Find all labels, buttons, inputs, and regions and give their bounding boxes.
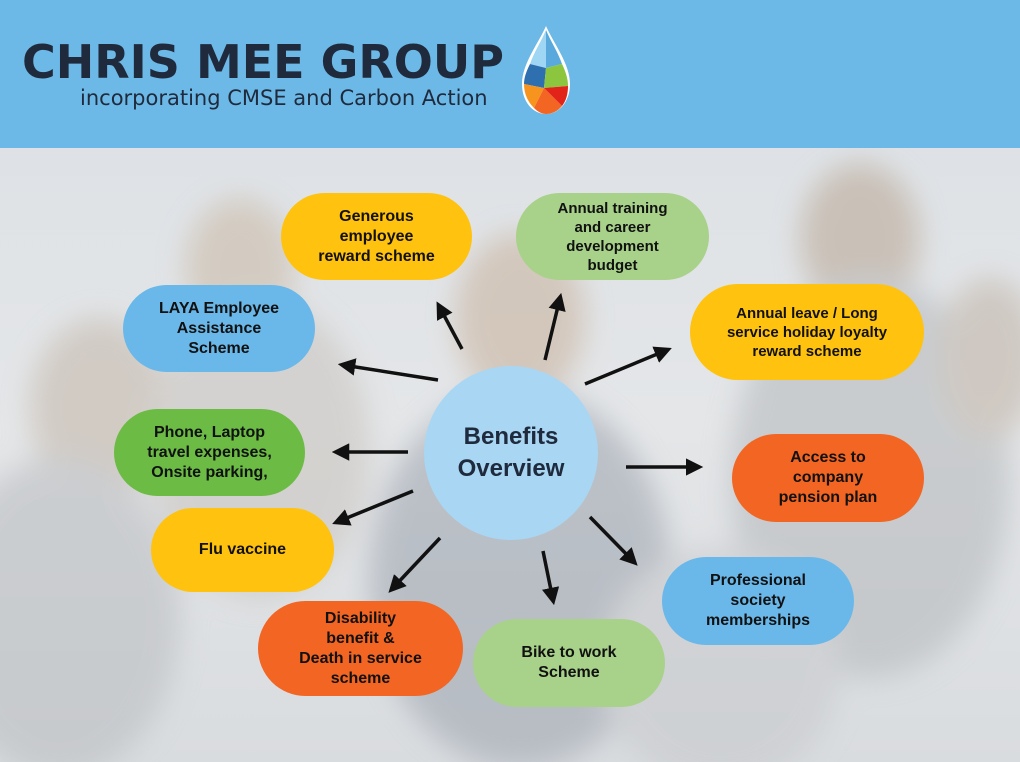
benefit-training-budget: Annual training and career development b… bbox=[516, 193, 709, 280]
arrow-to-reward-scheme bbox=[436, 301, 464, 350]
arrow-to-disability bbox=[388, 536, 442, 593]
benefit-label: LAYA Employee Assistance Scheme bbox=[158, 299, 280, 357]
benefit-disability-death: Disability benefit & Death in service sc… bbox=[258, 601, 463, 696]
benefit-label: Annual training and career development b… bbox=[557, 199, 668, 274]
benefit-label: Access to company pension plan bbox=[778, 449, 878, 506]
benefit-label: Phone, Laptop travel expenses, Onsite pa… bbox=[147, 423, 272, 481]
benefit-annual-leave: Annual leave / Long service holiday loya… bbox=[690, 284, 924, 380]
benefit-label: Generous employee reward scheme bbox=[318, 207, 435, 265]
brand-title: CHRIS MEE GROUP bbox=[22, 35, 504, 89]
benefit-pension-plan: Access to company pension plan bbox=[732, 434, 924, 522]
arrow-to-training bbox=[543, 292, 566, 361]
benefit-bike-to-work: Bike to work Scheme bbox=[473, 619, 665, 707]
benefit-phone-laptop: Phone, Laptop travel expenses, Onsite pa… bbox=[114, 409, 305, 496]
benefit-label: Flu vaccine bbox=[198, 541, 287, 558]
benefit-label: Disability benefit & Death in service sc… bbox=[299, 609, 422, 687]
arrow-to-laya bbox=[337, 358, 439, 382]
header-banner: CHRIS MEE GROUP incorporating CMSE and C… bbox=[0, 0, 1020, 148]
benefits-overview-circle: Benefits Overview bbox=[424, 366, 598, 540]
benefit-reward-scheme: Generous employee reward scheme bbox=[281, 193, 472, 280]
water-drop-logo-icon bbox=[522, 26, 570, 114]
benefit-label: Professional society memberships bbox=[705, 572, 811, 629]
arrow-to-memberships bbox=[588, 515, 638, 566]
center-label: Benefits Overview bbox=[457, 423, 565, 482]
benefit-label: Bike to work Scheme bbox=[521, 644, 617, 681]
benefit-laya-assistance: LAYA Employee Assistance Scheme bbox=[123, 285, 315, 372]
brand-subtitle: incorporating CMSE and Carbon Action bbox=[80, 86, 488, 110]
arrow-to-bike-scheme bbox=[541, 550, 560, 606]
arrow-to-annual-leave bbox=[584, 346, 672, 386]
benefit-flu-vaccine: Flu vaccine bbox=[151, 508, 334, 592]
benefit-professional-memberships: Professional society memberships bbox=[662, 557, 854, 645]
arrow-to-flu-vaccine bbox=[332, 489, 414, 526]
benefit-label: Annual leave / Long service holiday loya… bbox=[726, 304, 888, 360]
